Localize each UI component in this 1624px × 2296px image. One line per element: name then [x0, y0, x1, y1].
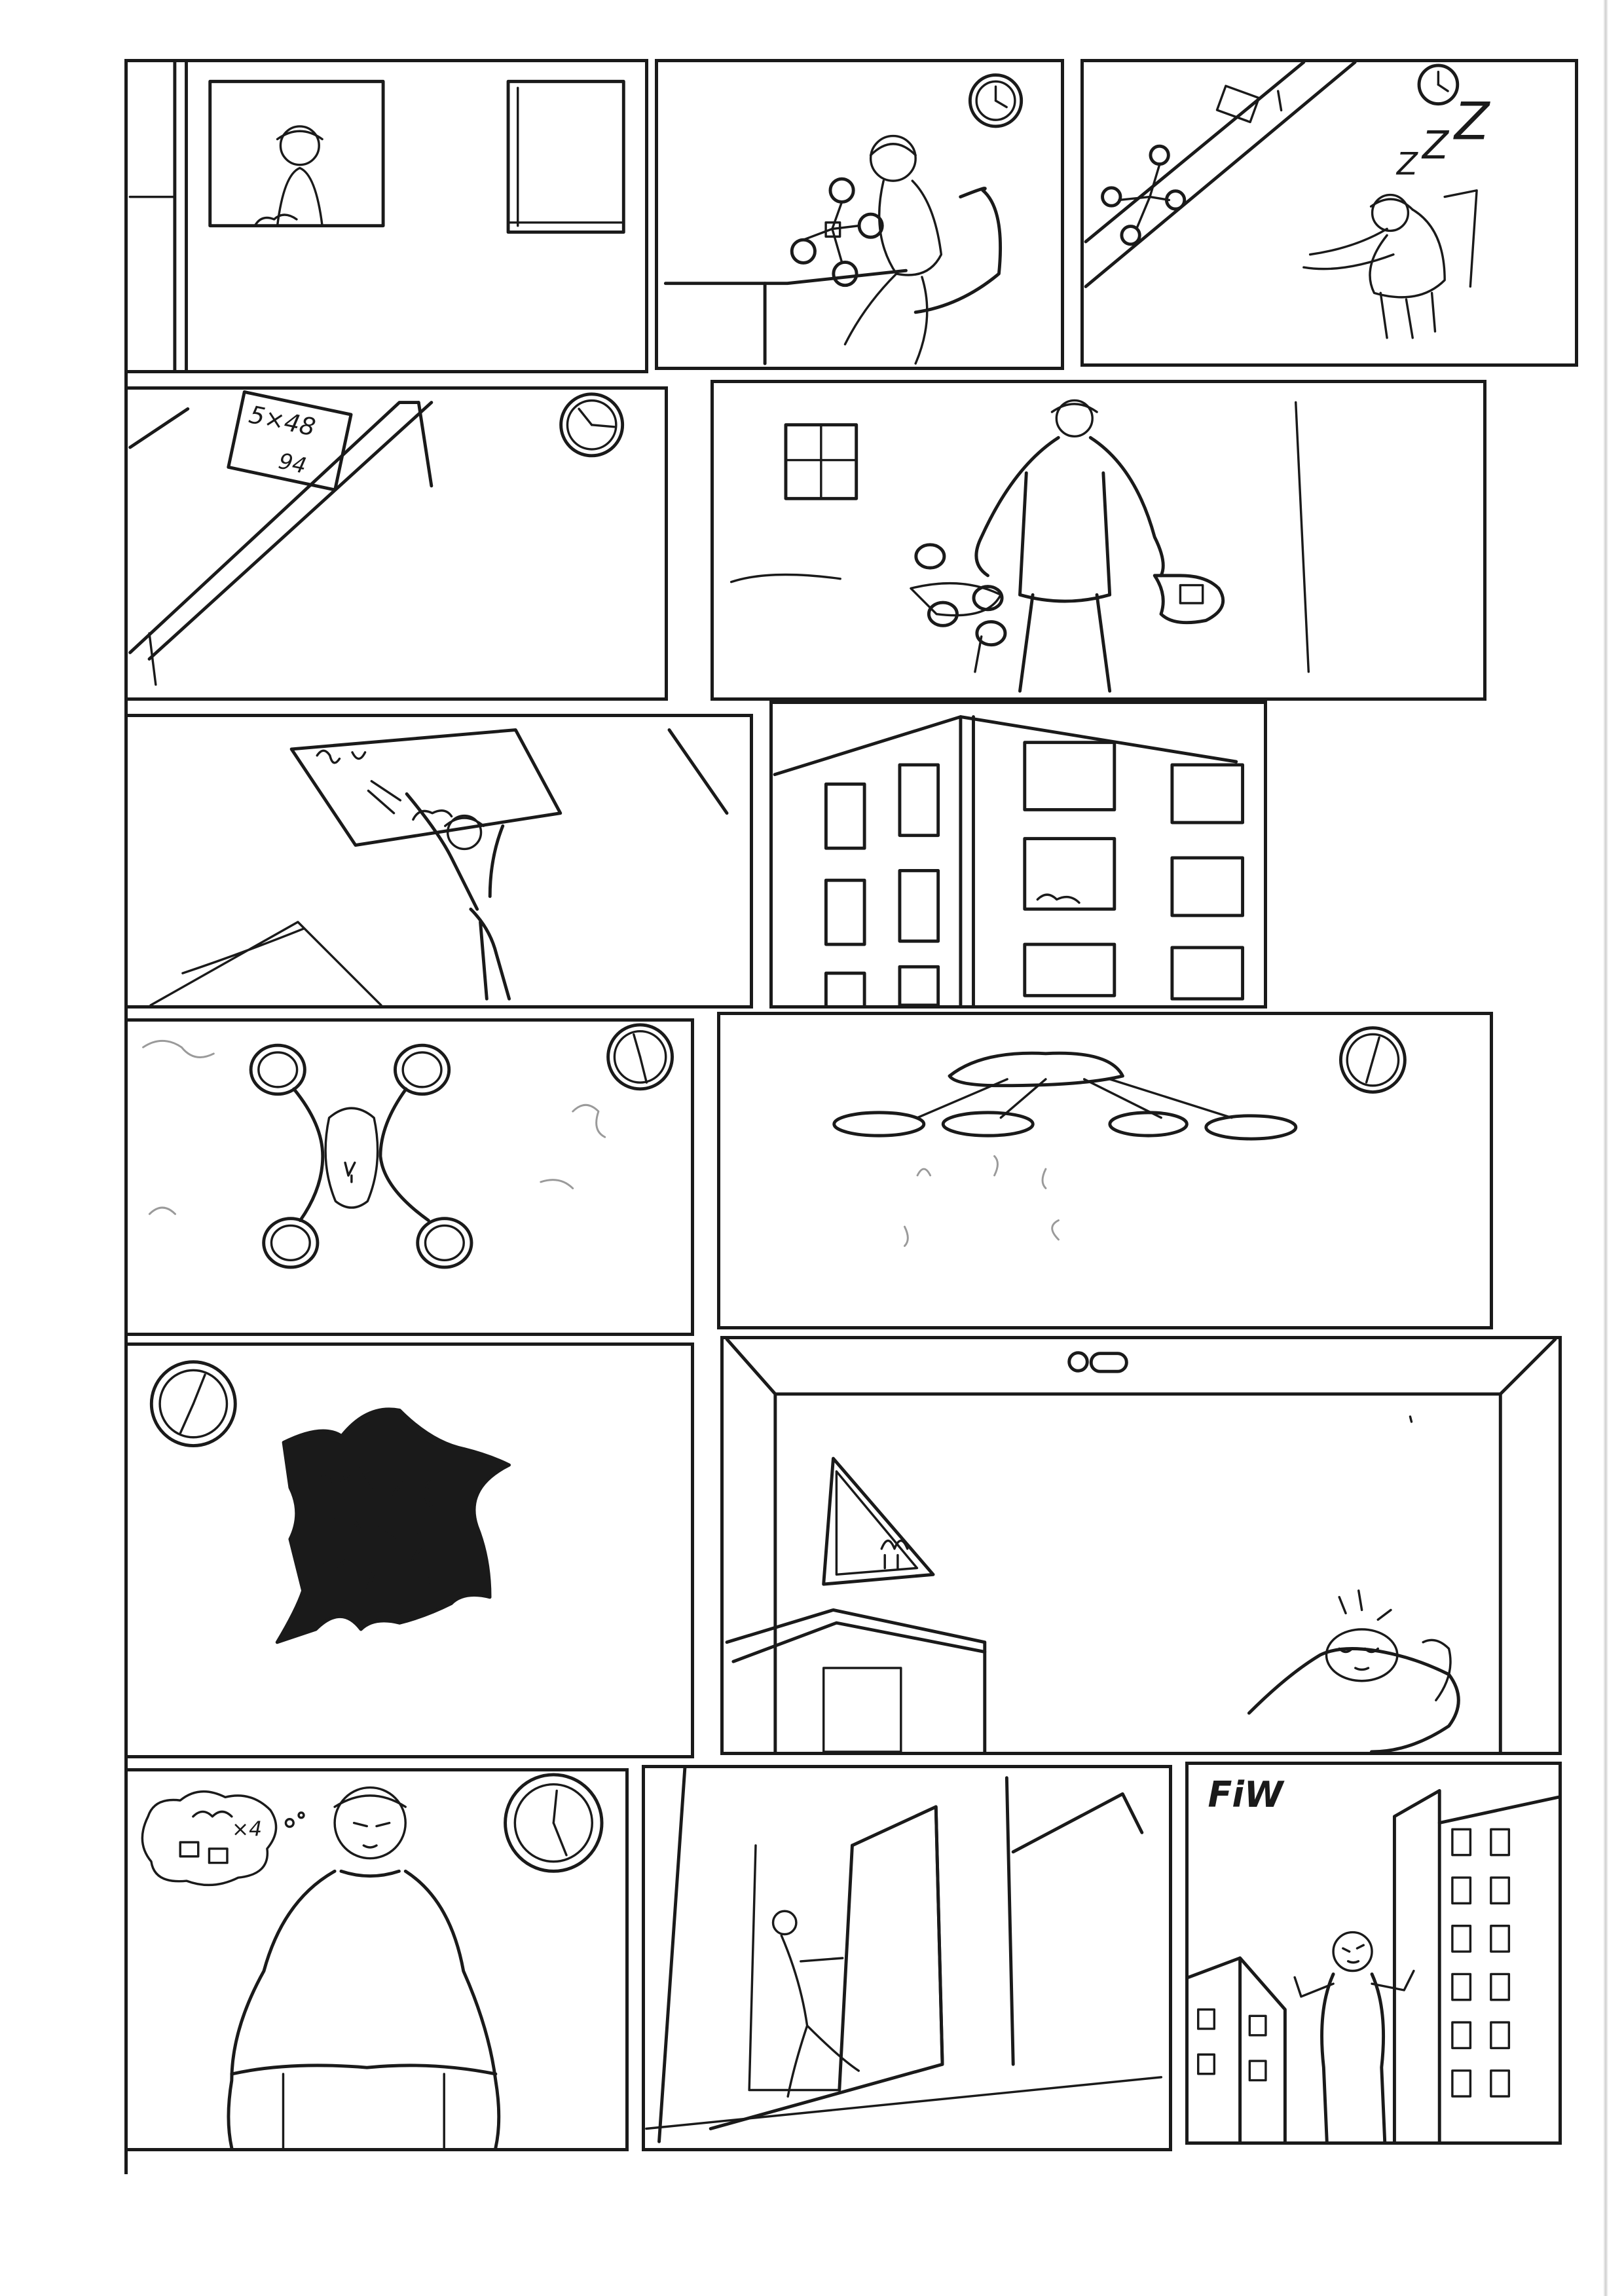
- note-line-2: 94: [276, 448, 309, 479]
- drone-icon: [1101, 144, 1187, 246]
- thought-bubble: ×4: [141, 1790, 305, 1887]
- panel-2-sketch: [663, 73, 1024, 365]
- drone-icon: [832, 1051, 1298, 1141]
- alarm-clock-icon: [1067, 1351, 1128, 1373]
- panel-5: [710, 380, 1486, 701]
- panel-12-sketch: ×4: [141, 1773, 604, 2148]
- clock-icon: [559, 392, 625, 458]
- panel-13-sketch: [645, 1768, 1163, 2143]
- swarm-map: [275, 1407, 511, 1644]
- panel-8-sketch: [142, 1023, 674, 1269]
- bottom-margin-tick: [124, 2161, 128, 2174]
- math-note: 5×48 94: [227, 390, 353, 492]
- panel-14: FiW: [1185, 1762, 1562, 2145]
- panel-1-sketch: [128, 62, 625, 370]
- thought-multiplier: ×4: [232, 1817, 262, 1841]
- snore-z-1: Z: [1395, 146, 1419, 182]
- panel-9: [717, 1012, 1493, 1329]
- drone-icon: [790, 177, 884, 287]
- panel-8: [124, 1018, 694, 1336]
- panel-7: [769, 701, 1267, 1009]
- building-windows: [1451, 1828, 1511, 2098]
- drone-icon: [910, 543, 1007, 673]
- clock-icon: [968, 73, 1024, 128]
- clock-icon: [1338, 1026, 1407, 1094]
- building-windows-right: [1023, 741, 1244, 1001]
- panel-5-sketch: [729, 399, 1310, 693]
- sign-text: FiW: [1208, 1774, 1284, 1815]
- panel-7-sketch: [773, 715, 1244, 1005]
- panel-11: [720, 1336, 1562, 1755]
- panel-12: ×4: [124, 1768, 629, 2151]
- drone-icon: [249, 1043, 473, 1269]
- snore-z-2: Z: [1421, 122, 1450, 168]
- snore-z-3: Z: [1453, 92, 1491, 151]
- panel-9-sketch: [832, 1026, 1407, 1248]
- panel-4-sketch: 5×48 94: [128, 390, 625, 686]
- panel-6: [124, 714, 753, 1009]
- panel-4: 5×48 94: [124, 386, 668, 701]
- panel-14-sketch: FiW: [1189, 1774, 1559, 2141]
- remote-controller-icon: [1153, 574, 1225, 625]
- clock-icon: [149, 1360, 237, 1448]
- panel-11-sketch: [725, 1339, 1557, 1752]
- clock-icon: [1417, 64, 1460, 106]
- panel-10-sketch: [149, 1360, 511, 1644]
- panel-1: [124, 59, 648, 373]
- panel-3-sketch: Z Z Z: [1084, 62, 1491, 339]
- panel-3: Z Z Z: [1080, 59, 1578, 367]
- panel-13: [642, 1765, 1172, 2151]
- panel-2: [655, 59, 1064, 370]
- panel-6-sketch: [149, 728, 729, 1005]
- clock-icon: [504, 1773, 604, 1873]
- paper-edge: [1603, 0, 1608, 2296]
- building-windows-left: [824, 763, 940, 1005]
- panel-10: [124, 1342, 694, 1758]
- clock-icon: [606, 1023, 674, 1091]
